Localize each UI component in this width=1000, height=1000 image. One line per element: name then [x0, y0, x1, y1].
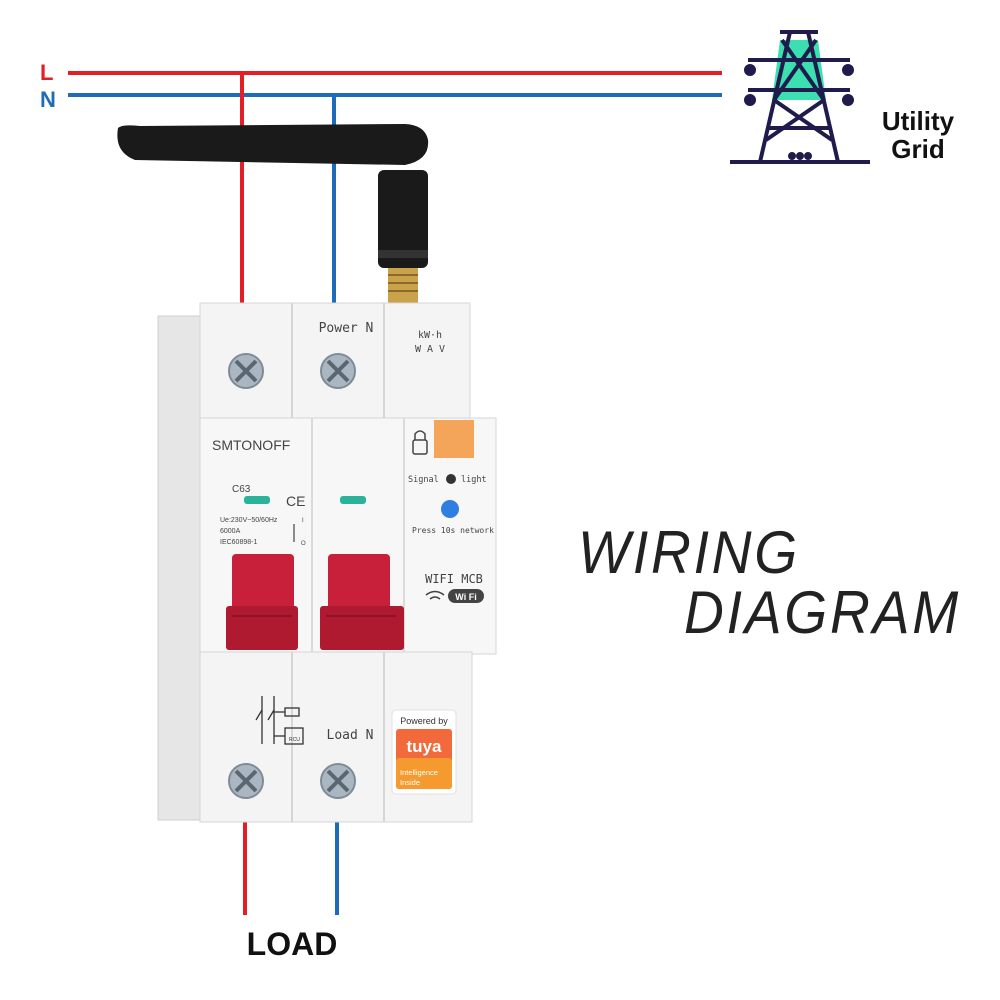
terminal-screw-top-l: [228, 353, 264, 389]
signal-light: [446, 474, 456, 484]
spec-capacity: 6000A: [220, 528, 241, 535]
breaker-handle-right[interactable]: [320, 554, 404, 650]
signal-label: Signal: [408, 475, 439, 485]
wifi-icon: [425, 590, 445, 600]
terminal-screw-bottom-n: [320, 763, 356, 799]
grid-label-grid: Grid: [891, 134, 944, 164]
spec-standard: IEC60898-1: [220, 539, 257, 546]
neutral-label: N: [40, 87, 56, 112]
heading-wiring: WIRING: [578, 519, 801, 586]
load-label: LOAD: [247, 926, 338, 962]
power-n-label: Power N: [319, 321, 374, 336]
wifi-badge: [448, 589, 484, 603]
network-label: Press 10s network: [412, 526, 494, 535]
status-indicator-left: [244, 496, 270, 504]
lock-icon: [412, 430, 428, 455]
tuya-line-2: Inside: [400, 778, 420, 787]
circuit-schematic-icon: [255, 696, 304, 745]
meter-units-label: kW·h: [418, 330, 442, 341]
tuya-logo: tuya: [407, 737, 443, 756]
off-mark: O: [301, 541, 306, 547]
antenna: [117, 124, 429, 304]
spec-voltage: Ue:230V~50/60Hz: [220, 517, 278, 524]
transmission-tower-icon: [730, 30, 870, 164]
light-label: light: [461, 475, 487, 485]
network-button[interactable]: [441, 500, 459, 518]
tuya-powered-label: Powered by: [400, 716, 448, 726]
rcu-label: RCU: [289, 737, 300, 743]
terminal-screw-top-n: [320, 353, 356, 389]
line-label: L: [40, 60, 53, 85]
breaker-handle-left[interactable]: [226, 554, 298, 650]
on-mark: I: [302, 518, 304, 524]
terminal-screw-bottom-l: [228, 763, 264, 799]
ce-mark: CE: [286, 493, 305, 509]
wifi-badge-label: Wi Fi: [455, 592, 476, 602]
module-title: WIFI MCB: [425, 572, 483, 586]
tuya-line-1: Intelligence: [400, 768, 438, 777]
meter-symbols-label: W A V: [415, 344, 445, 355]
grid-label-utility: Utility: [882, 106, 955, 136]
brand-label: SMTONOFF: [212, 437, 290, 453]
wifi-breaker-device: Power N kW·h W A V SMTONOFF C63 CE Ue:23…: [157, 302, 497, 823]
status-orange-panel: [434, 420, 474, 458]
load-n-label: Load N: [327, 728, 374, 743]
rating-label: C63: [232, 484, 251, 495]
status-indicator-right: [340, 496, 366, 504]
heading-diagram: DIAGRAM: [684, 579, 961, 646]
